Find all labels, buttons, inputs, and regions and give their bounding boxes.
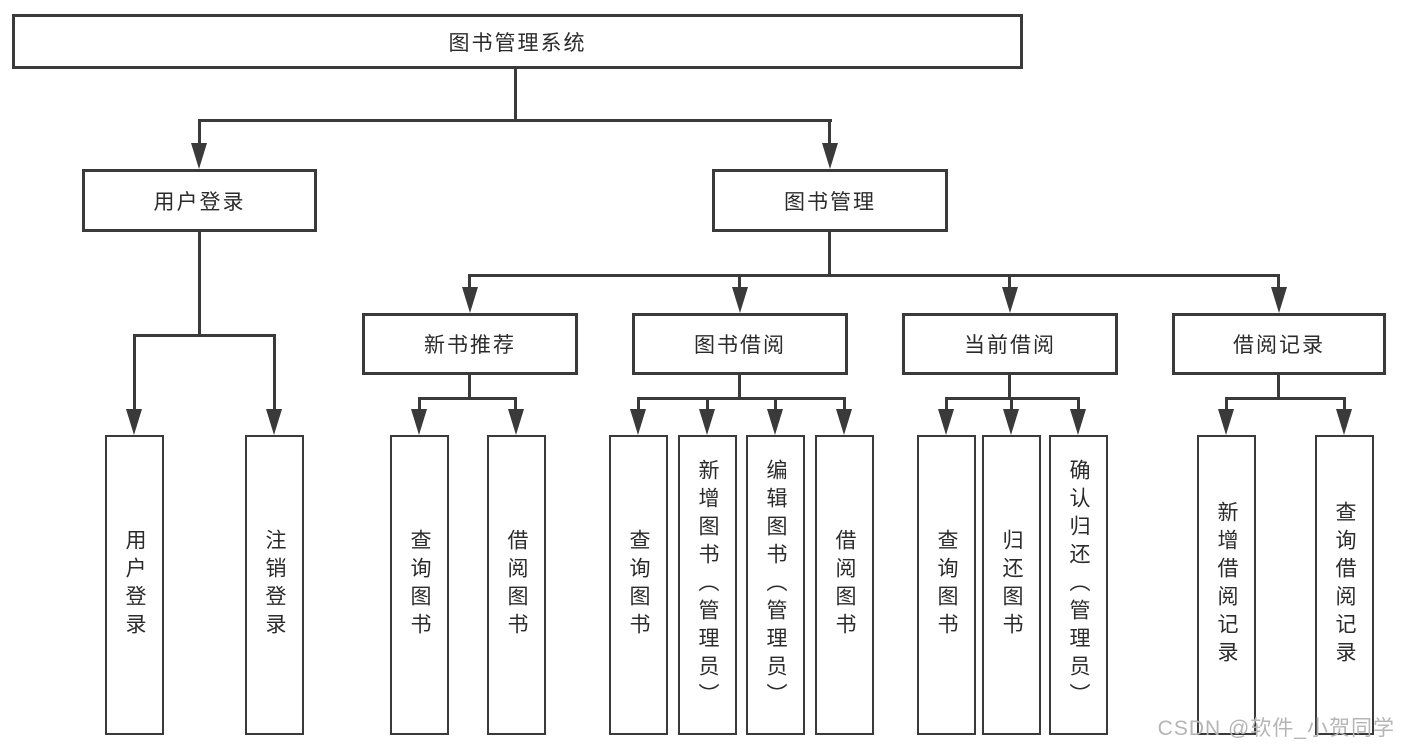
connector-line	[706, 397, 709, 412]
arrowhead-icon	[462, 287, 478, 313]
leaf-borrow-add-book-label: 新增图书（管理员）	[696, 459, 720, 711]
node-user-login-label: 用户登录	[153, 190, 246, 214]
leaf-user-login-label: 用户登录	[123, 529, 147, 641]
connector-line	[637, 397, 640, 412]
arrowhead-icon	[630, 409, 646, 435]
connector-line	[1077, 397, 1080, 412]
node-book-management-label: 图书管理	[784, 190, 876, 214]
leaf-current-return: 归还图书	[982, 435, 1041, 735]
connector-line	[198, 119, 832, 122]
arrowhead-icon	[836, 409, 852, 435]
arrowhead-icon	[1003, 409, 1019, 435]
node-book-borrow: 图书借阅	[632, 313, 848, 375]
connector-line	[1010, 397, 1013, 412]
connector-line	[468, 274, 1280, 277]
connector-line	[1225, 397, 1345, 400]
connector-line	[514, 69, 517, 121]
connector-line	[418, 397, 421, 412]
leaf-records-query: 查询借阅记录	[1315, 435, 1374, 735]
arrowhead-icon	[1336, 409, 1352, 435]
leaf-newbook-borrow-label: 借阅图书	[505, 529, 529, 641]
connector-line	[514, 397, 517, 412]
node-book-management: 图书管理	[712, 169, 948, 232]
connector-line	[843, 397, 846, 412]
connector-line	[1277, 274, 1280, 290]
connector-line	[133, 334, 136, 412]
leaf-newbook-query: 查询图书	[390, 435, 449, 735]
leaf-borrow-edit-book-label: 编辑图书（管理员）	[764, 459, 788, 711]
connector-line	[1008, 274, 1011, 290]
arrowhead-icon	[767, 409, 783, 435]
connector-line	[828, 119, 831, 147]
connector-line	[945, 397, 948, 412]
connector-line	[738, 274, 741, 290]
arrowhead-icon	[1218, 409, 1234, 435]
connector-line	[273, 334, 276, 412]
leaf-current-query: 查询图书	[917, 435, 976, 735]
arrowhead-icon	[266, 409, 282, 435]
connector-line	[1277, 375, 1280, 399]
node-new-book-recommend: 新书推荐	[362, 313, 578, 375]
arrowhead-icon	[1070, 409, 1086, 435]
csdn-watermark: CSDN @软件_小贺同学	[1157, 717, 1395, 740]
leaf-current-confirm-return: 确认归还（管理员）	[1049, 435, 1108, 735]
leaf-logout: 注销登录	[245, 435, 304, 735]
leaf-current-confirm-return-label: 确认归还（管理员）	[1067, 459, 1091, 711]
arrowhead-icon	[822, 143, 838, 169]
leaf-records-add: 新增借阅记录	[1197, 435, 1256, 735]
leaf-borrow-add-book: 新增图书（管理员）	[678, 435, 737, 735]
leaf-records-query-label: 查询借阅记录	[1333, 501, 1357, 669]
arrowhead-icon	[126, 409, 142, 435]
arrowhead-icon	[1002, 287, 1018, 313]
leaf-borrow-query-label: 查询图书	[627, 529, 651, 641]
arrowhead-icon	[191, 143, 207, 169]
node-root-label: 图书管理系统	[448, 31, 587, 55]
node-root: 图书管理系统	[12, 14, 1023, 69]
node-book-borrow-label: 图书借阅	[694, 334, 786, 357]
connector-line	[774, 397, 777, 412]
arrowhead-icon	[699, 409, 715, 435]
node-user-login: 用户登录	[82, 169, 317, 232]
arrowhead-icon	[732, 287, 748, 313]
connector-line	[1343, 397, 1346, 412]
connector-line	[828, 232, 831, 277]
node-current-borrow: 当前借阅	[902, 313, 1118, 375]
connector-line	[637, 397, 846, 400]
leaf-newbook-borrow: 借阅图书	[487, 435, 546, 735]
arrowhead-icon	[508, 409, 524, 435]
connector-line	[133, 334, 275, 337]
connector-line	[738, 375, 741, 399]
connector-line	[468, 375, 471, 399]
arrowhead-icon	[1271, 287, 1287, 313]
connector-line	[468, 274, 471, 290]
leaf-newbook-query-label: 查询图书	[408, 529, 432, 641]
arrowhead-icon	[411, 409, 427, 435]
leaf-current-query-label: 查询图书	[935, 529, 959, 641]
node-borrow-records-label: 借阅记录	[1233, 334, 1325, 357]
leaf-current-return-label: 归还图书	[1000, 529, 1024, 641]
leaf-borrow-query: 查询图书	[609, 435, 668, 735]
node-current-borrow-label: 当前借阅	[964, 334, 1056, 357]
connector-line	[198, 232, 201, 336]
leaf-user-login: 用户登录	[105, 435, 164, 735]
node-borrow-records: 借阅记录	[1172, 313, 1386, 375]
leaf-borrow-edit-book: 编辑图书（管理员）	[746, 435, 805, 735]
leaf-logout-label: 注销登录	[263, 529, 287, 641]
connector-line	[198, 119, 201, 147]
node-new-book-recommend-label: 新书推荐	[424, 334, 516, 357]
connector-line	[1008, 375, 1011, 399]
leaf-borrow-borrow-book-label: 借阅图书	[833, 529, 857, 641]
leaf-records-add-label: 新增借阅记录	[1215, 501, 1239, 669]
leaf-borrow-borrow-book: 借阅图书	[815, 435, 874, 735]
connector-line	[418, 397, 517, 400]
arrowhead-icon	[938, 409, 954, 435]
connector-line	[1225, 397, 1228, 412]
